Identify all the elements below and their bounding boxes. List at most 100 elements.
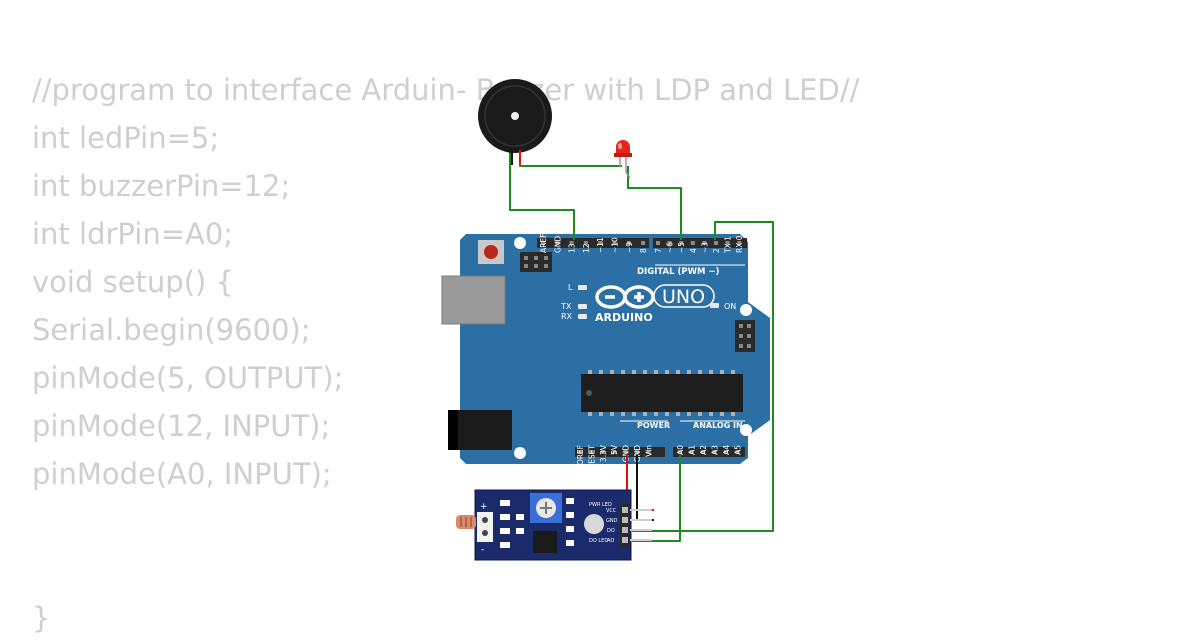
pin-label: IOREF: [576, 445, 585, 467]
header-pin[interactable]: [724, 450, 728, 454]
header-pin[interactable]: [555, 241, 560, 245]
wire-a0-sensor-ao[interactable]: [632, 455, 681, 542]
sensor-pin-gnd: GND: [606, 518, 618, 524]
header-pin[interactable]: [656, 241, 660, 245]
header-pin[interactable]: [679, 241, 684, 245]
pin-label: GND: [622, 445, 631, 462]
pin-label: A5: [734, 445, 743, 455]
ldr-sensor-module[interactable]: + - PWR LED DO LED: [456, 489, 652, 561]
power-jack: [448, 410, 512, 450]
code-line: int ldrPin=A0;: [32, 217, 234, 251]
pin-label: RX 0: [735, 235, 744, 253]
header-pin[interactable]: [541, 241, 545, 245]
header-pin[interactable]: [635, 450, 639, 454]
led-on: [710, 303, 719, 308]
polarity-minus: -: [481, 545, 484, 555]
header-pin[interactable]: [737, 241, 742, 245]
pin-label: 7: [654, 248, 663, 253]
wire-buzzer-gnd[interactable]: [509, 150, 575, 240]
header-pin[interactable]: [689, 450, 694, 454]
code-line: Serial.begin(9600);: [32, 313, 311, 347]
led-rx-label: RX: [561, 312, 573, 321]
buzzer[interactable]: [478, 79, 552, 165]
led-tx: [578, 304, 587, 309]
header-pin[interactable]: [569, 241, 574, 245]
icsp-header-right: [735, 320, 755, 352]
pin-label: 5V: [610, 444, 619, 455]
code-line: pinMode(12, INPUT);: [32, 409, 331, 443]
header-pin[interactable]: [701, 450, 705, 454]
pin-label: ~6: [666, 242, 675, 253]
code-line: int buzzerPin=12;: [32, 169, 291, 203]
header-pin[interactable]: [598, 241, 603, 245]
header-pin[interactable]: [735, 450, 740, 454]
mounting-hole: [514, 447, 526, 459]
pin-label: A2: [699, 445, 708, 455]
pin-label: 8: [639, 248, 648, 253]
header-pin[interactable]: [646, 450, 651, 454]
pin-label: ~3: [700, 242, 709, 253]
led-l: [578, 285, 587, 290]
header-pin[interactable]: [612, 241, 617, 245]
header-pin[interactable]: [626, 241, 631, 245]
header-pin[interactable]: [712, 450, 717, 454]
led-on-label: ON: [724, 302, 736, 311]
red-led[interactable]: [614, 140, 632, 179]
pin-label: RESET: [587, 445, 596, 469]
header-pin[interactable]: [667, 241, 672, 245]
mounting-hole: [740, 424, 752, 436]
mounting-hole: [740, 304, 752, 316]
pin-label: 4: [689, 248, 698, 253]
header-pin[interactable]: [714, 241, 718, 245]
header-pin[interactable]: [623, 450, 628, 454]
wire-led-pin5[interactable]: [627, 166, 682, 240]
wire-pin2-sensor-do[interactable]: [632, 221, 774, 532]
header-pin[interactable]: [583, 241, 588, 245]
pin-label: 13: [568, 243, 577, 253]
pin-label: A1: [688, 445, 697, 455]
wire-buzzer-led[interactable]: [519, 150, 622, 167]
board-brand-label: ARDUINO: [595, 311, 653, 324]
pin-label: A0: [676, 445, 685, 455]
power-header: [575, 447, 665, 457]
pin-label: AREF: [539, 234, 548, 253]
pin-label: 12: [582, 243, 591, 253]
code-line: void setup() {: [32, 265, 234, 299]
header-pin[interactable]: [589, 450, 594, 454]
header-pin[interactable]: [600, 450, 605, 454]
ldr-connector: [477, 512, 493, 542]
pin-label: 3.3V: [599, 444, 608, 462]
analog-header-label: ANALOG IN: [693, 421, 743, 430]
icsp-header: [520, 252, 552, 272]
code-line: pinMode(A0, INPUT);: [32, 457, 332, 491]
led-l-label: L: [568, 283, 573, 292]
analog-header: [673, 447, 745, 457]
code-line: }: [32, 601, 51, 635]
header-pin[interactable]: [690, 241, 695, 245]
header-pin[interactable]: [641, 241, 646, 245]
buzzer-hole: [511, 112, 519, 120]
led-tx-label: TX: [560, 302, 572, 311]
header-pin[interactable]: [702, 241, 707, 245]
header-pin[interactable]: [725, 241, 730, 245]
polarity-plus: +: [480, 502, 488, 512]
power-header-label: POWER: [637, 421, 670, 430]
mounting-hole: [514, 237, 526, 249]
smd-components: [500, 498, 574, 548]
pin-label: Vin: [644, 445, 653, 457]
code-line: pinMode(5, OUTPUT);: [32, 361, 344, 395]
digital-header-right: [653, 238, 747, 248]
header-pin[interactable]: [612, 450, 617, 454]
comparator-chip: [533, 531, 557, 553]
header-pin[interactable]: [678, 450, 682, 454]
led-anode: [625, 157, 631, 179]
pin-label: GND: [553, 236, 562, 253]
sensor-pin-vcc: VCC: [606, 508, 617, 514]
header-pin[interactable]: [578, 450, 582, 454]
pin-label: A4: [722, 445, 731, 455]
pwr-led-label: PWR LED: [589, 502, 612, 508]
